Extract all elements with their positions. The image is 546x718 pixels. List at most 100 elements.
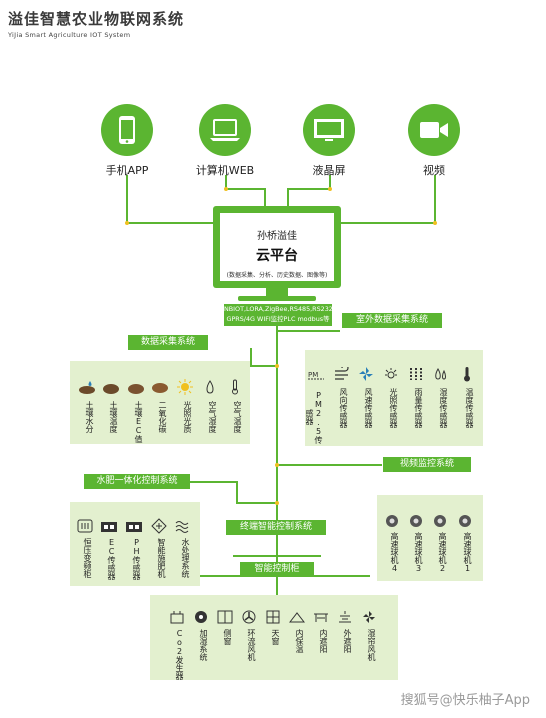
protocol-line-2: GPRS/4G WIFI监控PLC modbus等 [226,315,330,323]
branch-outdoor-h [276,330,340,332]
ec-sensor-icon [100,518,118,534]
outdoor-sensor-label: 光照传感器 [389,388,398,428]
branch-fert-v [236,481,238,503]
protocol-line-1: NBIOT,LORA,ZigBee,RS485,RS232 [224,305,333,313]
video-system-tag: 视频监控系统 [383,457,471,472]
cabinet-item-label: 内保温 [295,629,304,653]
connector-phone-h [126,222,214,224]
outdoor-system-tag: 室外数据采集系统 [342,313,442,328]
cloud-platform-monitor: 孙桥溢佳 云平台 (数据采集、分析、历史数据、图像等) [213,206,341,288]
thermometer-icon [458,366,476,382]
outdoor-panel: PM PM2.5传感器 风向传感器 风速传感器 光照传感器 雨量传感器 湿度传感… [305,350,483,446]
branch-fert-h [190,481,238,483]
cabinet-item-label: 内遮阳 [319,629,328,653]
connector-lcd-v [287,188,289,208]
connector-web [225,175,227,189]
humidifier-icon [192,609,210,625]
sun-icon [176,379,194,395]
outdoor-sensor-label: PM2.5传感器 [305,390,323,444]
device-label: 视频 [423,164,445,177]
soil-moisture-icon [78,379,96,395]
dome-camera-icon [407,513,425,529]
outer-shade-icon [336,609,354,625]
cloud-company: 孙桥溢佳 [257,231,297,242]
fertigation-tag: 水肥一体化控制系统 [84,474,190,489]
junction-dot [433,221,437,225]
cabinet-item-label: 天窗 [271,629,280,645]
air-temperature-icon [226,379,244,395]
light-sensor-icon [382,366,400,382]
cabinet-item-label: 环流风机 [247,629,256,661]
humidity-icon [432,366,450,382]
cloud-screen: 孙桥溢佳 云平台 (数据采集、分析、历史数据、图像等) [220,213,334,281]
wet-curtain-fan-icon [360,609,378,625]
camera-label: 高速球机3 [414,532,423,573]
co2-icon [151,379,169,395]
video-panel: 高速球机4 高速球机3 高速球机2 高速球机1 [377,495,483,581]
protocol-box: NBIOT,LORA,ZigBee,RS485,RS232 GPRS/4G WI… [224,304,333,326]
rain-gauge-icon [407,366,425,382]
skylight-icon [264,609,282,625]
fertigation-label: 智能施肥机 [157,538,166,578]
inner-shade-icon [312,609,330,625]
fertigation-panel: 恒压变频柜 EC传感器 PH传感器 智能施肥机 水处理系统 [70,502,200,586]
camera-label: 高速球机4 [390,532,399,573]
trunk-line [276,325,278,598]
wind-speed-icon [357,366,375,382]
fertigation-label: 恒压变频柜 [83,538,92,578]
outdoor-sensor-label: 风速传感器 [364,388,373,428]
camera-label: 高速球机2 [438,532,447,573]
connector-video-h [341,222,436,224]
dome-camera-icon [431,513,449,529]
cabinet-item-label: 加湿系统 [199,629,208,661]
junction-dot [328,187,332,191]
branch-video-h [276,464,382,466]
cabinet-item-label: 外遮阳 [343,629,352,653]
cabinet-item-label: 侧窗 [223,629,232,645]
video-camera-icon [408,104,460,156]
junction-dot [224,187,228,191]
fertigation-label: 水处理系统 [181,538,190,578]
connector-web-v [264,188,266,208]
monitor-neck [266,288,288,296]
junction-dot [275,364,279,368]
data-collection-tag: 数据采集系统 [128,335,208,350]
camera-label: 高速球机1 [463,532,472,573]
connector-video [434,175,436,223]
device-video: 视频 [389,104,479,178]
monitor-base [238,296,316,301]
dome-camera-icon [456,513,474,529]
collect-sensor-label: 土壤EC值 [134,401,143,443]
junction-dot [275,501,279,505]
cloud-desc: (数据采集、分析、历史数据、图像等) [226,272,328,279]
phone-icon [101,104,153,156]
outdoor-sensor-label: 风向传感器 [339,388,348,428]
device-label: 手机APP [105,164,149,177]
data-collection-panel: 土壤水分 土壤温度 土壤EC值 二氧化碳 光照光质 空气湿度 空气温度 [70,361,250,444]
side-window-icon [216,609,234,625]
outdoor-sensor-label: 湿度传感器 [439,388,448,428]
svg-text:PM: PM [308,371,318,379]
connector-phone [126,175,128,223]
co2-generator-icon [168,609,186,625]
water-treatment-icon [174,518,192,534]
outdoor-sensor-label: 雨量传感器 [414,388,423,428]
air-humidity-icon [201,379,219,395]
page-title: 溢佳智慧农业物联网系统 [8,10,185,28]
cabinet-top-h [233,555,321,557]
collect-sensor-label: 二氧化碳 [158,401,167,433]
cabinet-item-label: 湿帘风机 [367,629,376,661]
cloud-name: 云平台 [256,248,298,264]
fertigation-label: EC传感器 [107,538,116,580]
device-phone: 手机APP [82,104,172,178]
pm25-icon: PM [307,366,325,382]
fertilizer-machine-icon [150,518,168,534]
device-lcd: 液晶屏 [284,104,374,178]
monitor-icon [303,104,355,156]
page-subtitle: YiJia Smart Agriculture IOT System [8,31,131,39]
soil-temperature-icon [102,379,120,395]
branch-fert-h2 [236,502,278,504]
junction-dot [125,221,129,225]
cabinet-panel: Co2发生器 加湿系统 侧窗 环流风机 天窗 内保温 内遮阳 外遮阳 湿帘风机 [150,595,398,680]
watermark: 搜狐号@快乐柚子App [400,693,530,708]
